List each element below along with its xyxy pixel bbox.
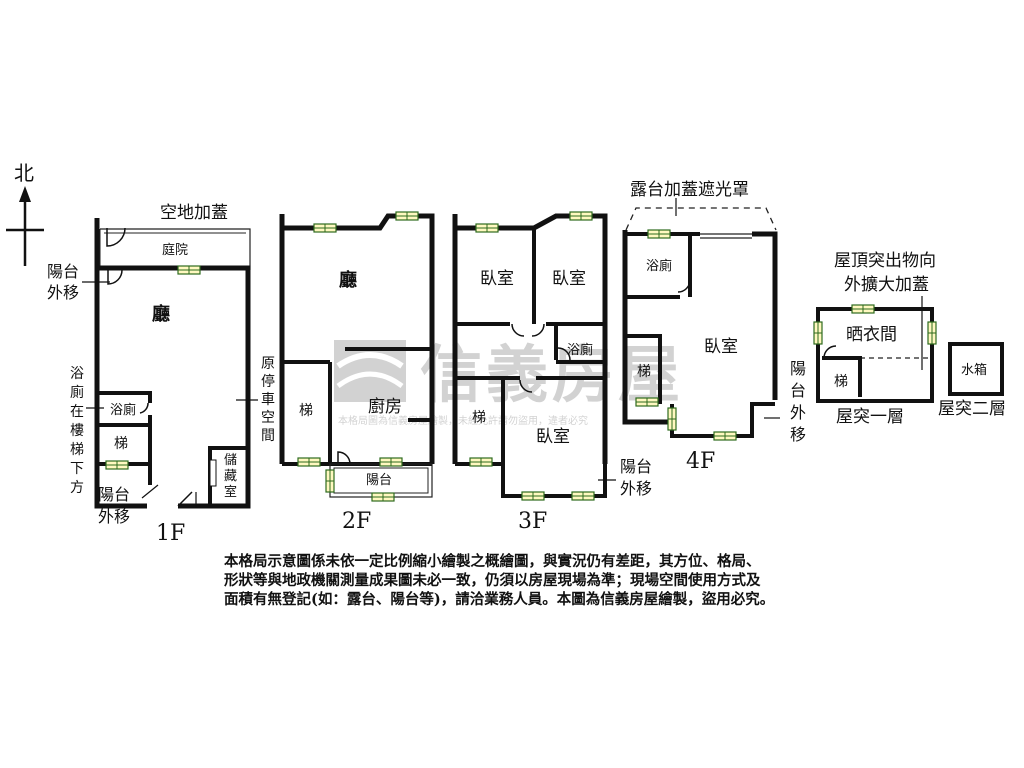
f1-courtyard-note: 空地加蓋 bbox=[160, 203, 228, 223]
svg-text:室: 室 bbox=[224, 484, 237, 500]
f3-bathroom: 浴廁 bbox=[567, 342, 593, 358]
f1-storage: 儲 藏 室 bbox=[224, 453, 237, 500]
f2-title: 2F bbox=[342, 509, 371, 534]
svg-text:樓: 樓 bbox=[70, 423, 84, 439]
roof-note-1: 屋頂突出物向 bbox=[834, 251, 936, 271]
floor-3f-plan: 臥室 臥室 浴廁 梯 臥室 陽台 外移 3F bbox=[452, 211, 652, 534]
f3-bedroom-2: 臥室 bbox=[552, 269, 586, 289]
svg-text:浴: 浴 bbox=[70, 366, 84, 382]
svg-text:廁: 廁 bbox=[70, 384, 84, 401]
svg-text:車: 車 bbox=[261, 391, 275, 408]
floor-4f-plan: 露台加蓋遮光罩 浴廁 臥室 梯 陽 台 外 移 4F bbox=[622, 180, 806, 474]
roof-level-1: 屋突一層 bbox=[836, 407, 904, 427]
svg-text:台: 台 bbox=[790, 381, 806, 400]
f1-balcony-moved-2: 外移 bbox=[47, 283, 79, 302]
svg-text:在: 在 bbox=[70, 404, 84, 420]
roof-water-tank: 水箱 bbox=[961, 362, 987, 378]
north-label: 北 bbox=[14, 161, 34, 185]
f1-balcony-moved-bottom-2: 外移 bbox=[98, 507, 130, 526]
f2-kitchen: 廚房 bbox=[368, 396, 402, 417]
floor-1f-plan: 空地加蓋 庭院 陽台 外移 廳 浴廁 梯 浴 廁 在 樓 梯 下 方 儲 藏 室… bbox=[47, 203, 275, 546]
svg-text:外: 外 bbox=[790, 403, 806, 422]
svg-text:下: 下 bbox=[70, 461, 84, 477]
disclaimer-line: 形狀等與地政機關測量成果圖未必一致，仍須以房屋現場為準；現場空間使用方式及 bbox=[224, 572, 761, 589]
f4-balcony-moved: 陽 台 外 移 bbox=[790, 359, 806, 444]
f1-bathroom: 浴廁 bbox=[110, 402, 136, 418]
north-compass: 北 bbox=[6, 161, 44, 266]
roof-note-2: 外擴大加蓋 bbox=[844, 275, 929, 295]
svg-text:移: 移 bbox=[790, 425, 806, 444]
f4-bathroom: 浴廁 bbox=[646, 258, 672, 274]
disclaimer-line: 本格局示意圖係未依一定比例縮小繪製之概繪圖，與實況仍有差距，其方位、格局、 bbox=[224, 553, 761, 570]
f4-title: 4F bbox=[686, 449, 715, 474]
svg-text:停: 停 bbox=[261, 373, 275, 390]
f2-stairs: 梯 bbox=[299, 403, 313, 419]
f3-title: 3F bbox=[518, 509, 547, 534]
f1-courtyard: 庭院 bbox=[162, 242, 188, 258]
roof-level-2: 屋突二層 bbox=[938, 399, 1006, 419]
roof-plan: 屋頂突出物向 外擴大加蓋 晒衣間 梯 屋突一層 水箱 屋突二層 bbox=[813, 251, 1006, 427]
f3-balcony-moved-1: 陽台 bbox=[620, 457, 652, 476]
svg-text:間: 間 bbox=[261, 428, 275, 444]
svg-text:梯: 梯 bbox=[70, 442, 84, 458]
f1-parking-note: 原 停 車 空 間 bbox=[261, 356, 275, 444]
roof-laundry: 晒衣間 bbox=[846, 325, 897, 345]
f1-balcony-moved-1: 陽台 bbox=[47, 262, 79, 281]
f1-living-room: 廳 bbox=[152, 303, 170, 325]
f2-living-room: 廳 bbox=[339, 269, 357, 291]
svg-text:陽: 陽 bbox=[790, 359, 806, 378]
svg-text:藏: 藏 bbox=[224, 469, 237, 484]
f1-stairs: 梯 bbox=[114, 436, 128, 452]
f1-title: 1F bbox=[156, 521, 185, 546]
f1-bath-note: 浴 廁 在 樓 梯 下 方 bbox=[70, 366, 84, 496]
roof-stairs: 梯 bbox=[834, 374, 848, 390]
f4-stairs: 梯 bbox=[637, 364, 651, 380]
f3-bedroom-1: 臥室 bbox=[480, 269, 514, 289]
watermark-notice: 本格局圖為信義房屋繪製，未經允許請勿盜用，違者必究 bbox=[338, 414, 588, 427]
f3-stairs: 梯 bbox=[472, 410, 486, 426]
f4-terrace-note: 露台加蓋遮光罩 bbox=[630, 180, 749, 200]
f1-balcony-moved-bottom-1: 陽台 bbox=[98, 485, 130, 504]
svg-text:原: 原 bbox=[261, 356, 275, 372]
floor-2f-plan: 廳 廚房 梯 陽台 2F bbox=[279, 211, 435, 534]
disclaimer-line: 面積有無登記(如：露台、陽台等)，請洽業務人員。本圖為信義房屋繪製，盜用必究。 bbox=[224, 591, 775, 608]
north-arrow-icon bbox=[6, 186, 44, 266]
f3-bedroom-3: 臥室 bbox=[536, 427, 570, 447]
svg-text:空: 空 bbox=[261, 410, 275, 426]
svg-text:方: 方 bbox=[70, 480, 84, 496]
f2-balcony: 陽台 bbox=[366, 473, 392, 488]
disclaimer-text: 本格局示意圖係未依一定比例縮小繪製之概繪圖，與實況仍有差距，其方位、格局、 形狀… bbox=[224, 552, 824, 609]
f3-balcony-moved-2: 外移 bbox=[620, 479, 652, 498]
f4-bedroom: 臥室 bbox=[704, 337, 738, 357]
svg-text:儲: 儲 bbox=[224, 453, 237, 468]
